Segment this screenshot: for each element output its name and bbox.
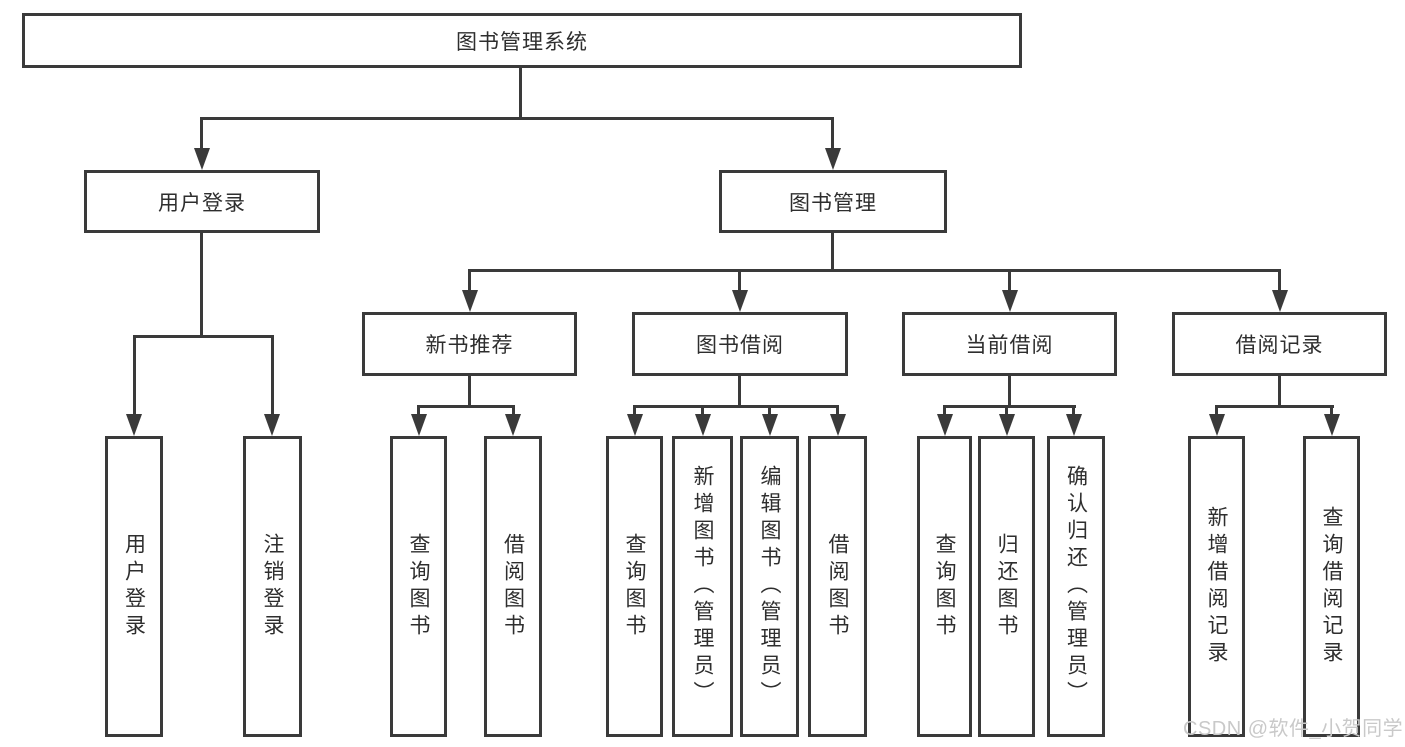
connector-user-login-stem (200, 233, 203, 337)
leaf-confirm-return-admin: 确认归还（管理员） (1047, 436, 1105, 737)
node-book-borrow: 图书借阅 (632, 312, 848, 376)
arrow-down-icon (1066, 414, 1082, 436)
connector-to-current-borrow (1008, 271, 1011, 292)
connector-leaf (512, 407, 515, 417)
node-label: 新书推荐 (425, 334, 514, 357)
connector-book-borrow-hline (633, 405, 839, 408)
connector-borrow-records-hline (1215, 405, 1334, 408)
leaf-search-books-borrow: 查询图书 (606, 436, 663, 737)
leaf-add-borrow-record: 新增借阅记录 (1188, 436, 1245, 737)
leaf-label: 用户登录 (122, 532, 146, 641)
connector-root-hline (200, 117, 834, 120)
connector-book-management-stem (831, 233, 834, 271)
connector-to-book-borrow (738, 271, 741, 292)
connector-book-borrow-stem (738, 376, 741, 407)
leaf-borrow-books: 借阅图书 (808, 436, 867, 737)
connector-user-login-hline (133, 335, 274, 338)
arrow-down-icon (732, 290, 748, 312)
connector-borrow-records-stem (1278, 376, 1281, 407)
connector-to-user-login (200, 119, 203, 153)
connector-current-borrow-hline (943, 405, 1076, 408)
connector-to-book-management (831, 119, 834, 153)
arrow-down-icon (825, 148, 841, 170)
arrow-down-icon (999, 414, 1015, 436)
arrow-down-icon (695, 414, 711, 436)
arrow-down-icon (411, 414, 427, 436)
leaf-logout: 注销登录 (243, 436, 302, 737)
node-library-management-system: 图书管理系统 (22, 13, 1022, 68)
connector-to-new-book (468, 271, 471, 292)
leaf-search-borrow-record: 查询借阅记录 (1303, 436, 1360, 737)
leaf-label: 查询借阅记录 (1320, 505, 1343, 668)
connector-leaf (417, 407, 420, 417)
leaf-label: 查询图书 (623, 532, 646, 641)
node-label: 借阅记录 (1235, 334, 1324, 357)
arrow-down-icon (937, 414, 953, 436)
leaf-return-books: 归还图书 (978, 436, 1035, 737)
leaf-label: 查询图书 (933, 532, 956, 641)
connector-to-leaf-logout (271, 337, 274, 416)
connector-book-management-hline (468, 269, 1281, 272)
leaf-label: 新增借阅记录 (1205, 505, 1228, 668)
node-book-management: 图书管理 (719, 170, 947, 233)
connector-new-book-hline (417, 405, 515, 408)
connector-leaf (701, 407, 704, 417)
arrow-down-icon (505, 414, 521, 436)
connector-root-stem (519, 68, 522, 119)
arrow-down-icon (1209, 414, 1225, 436)
arrow-down-icon (762, 414, 778, 436)
leaf-borrow-books-recommend: 借阅图书 (484, 436, 542, 737)
leaf-label: 新增图书（管理员） (691, 465, 714, 708)
connector-to-borrow-records (1278, 271, 1281, 292)
leaf-label: 注销登录 (261, 532, 284, 641)
node-new-book-recommend: 新书推荐 (362, 312, 577, 376)
leaf-search-books-recommend: 查询图书 (390, 436, 447, 737)
node-label: 图书管理 (789, 191, 877, 215)
connector-leaf (633, 407, 636, 417)
arrow-down-icon (627, 414, 643, 436)
node-label: 图书借阅 (696, 334, 784, 357)
leaf-add-books-admin: 新增图书（管理员） (672, 436, 733, 737)
arrow-down-icon (830, 414, 846, 436)
arrow-down-icon (1324, 414, 1340, 436)
node-label: 用户登录 (158, 191, 246, 215)
watermark: CSDN @软件_小贺同学 (1183, 718, 1404, 740)
leaf-label: 归还图书 (995, 532, 1018, 641)
arrow-down-icon (194, 148, 210, 170)
node-label: 当前借阅 (965, 334, 1054, 357)
connector-leaf (836, 407, 839, 417)
node-user-login: 用户登录 (84, 170, 320, 233)
arrow-down-icon (264, 414, 280, 436)
leaf-label: 借阅图书 (826, 532, 849, 641)
connector-leaf (1005, 407, 1008, 417)
leaf-label: 借阅图书 (501, 532, 525, 641)
connector-leaf (1330, 407, 1333, 417)
leaf-label: 确认归还（管理员） (1064, 465, 1088, 708)
connector-leaf (1072, 407, 1075, 417)
connector-to-leaf-user-login (133, 337, 136, 416)
connector-leaf (768, 407, 771, 417)
leaf-edit-books-admin: 编辑图书（管理员） (740, 436, 799, 737)
connector-leaf (1215, 407, 1218, 417)
node-label: 图书管理系统 (456, 30, 588, 54)
leaf-search-books-current: 查询图书 (917, 436, 972, 737)
connector-current-borrow-stem (1008, 376, 1011, 407)
arrow-down-icon (1002, 290, 1018, 312)
connector-leaf (943, 407, 946, 417)
arrow-down-icon (1272, 290, 1288, 312)
arrow-down-icon (462, 290, 478, 312)
node-current-borrow: 当前借阅 (902, 312, 1117, 376)
connector-new-book-stem (468, 376, 471, 407)
leaf-label: 编辑图书（管理员） (758, 465, 781, 708)
arrow-down-icon (126, 414, 142, 436)
node-borrow-records: 借阅记录 (1172, 312, 1387, 376)
leaf-user-login: 用户登录 (105, 436, 163, 737)
leaf-label: 查询图书 (407, 532, 430, 641)
